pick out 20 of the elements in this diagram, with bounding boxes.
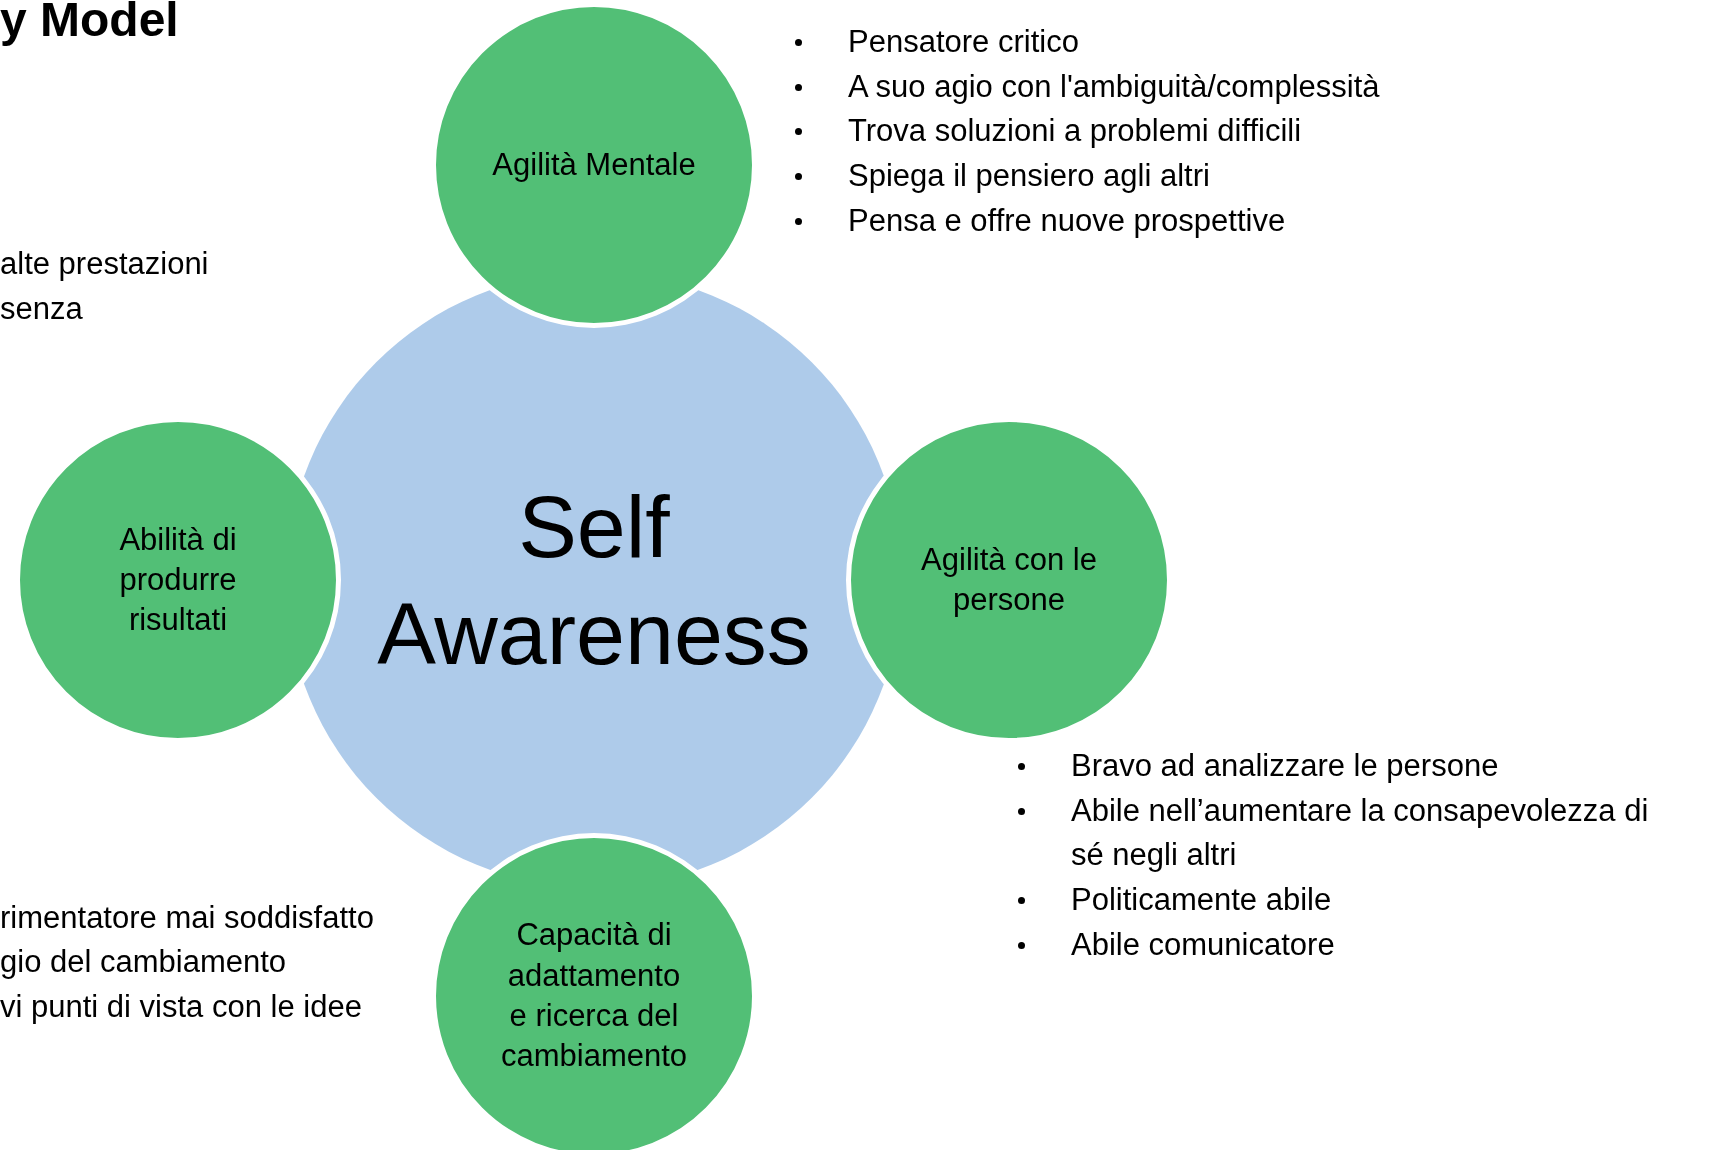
bullet-text: Abile comunicatore bbox=[1071, 926, 1335, 962]
text-fragment: vi punti di vista con le idee bbox=[0, 991, 362, 1022]
circle-label: Self Awareness bbox=[376, 475, 812, 685]
bullet-text: Abile nell’aumentare la consapevolezza di sé negli altri bbox=[1071, 792, 1649, 873]
bullet-text: Trova soluzioni a problemi difficili bbox=[848, 113, 1302, 149]
text-fragment: gio del cambiamento bbox=[0, 946, 287, 977]
text-fragment: senza bbox=[0, 293, 83, 324]
circle-label: Capacità di adattamento e ricerca del cambiamento bbox=[499, 916, 689, 1076]
bullet-text: Politicamente abile bbox=[1071, 882, 1332, 918]
bullet-text: A suo agio con l'ambiguità/complessità bbox=[848, 68, 1380, 104]
title: y Model bbox=[0, 0, 179, 44]
bullet-text: Spiega il pensiero agli altri bbox=[848, 158, 1210, 194]
circle-label: Abilità di produrre risultati bbox=[118, 520, 238, 640]
circle-label: Agilità Mentale bbox=[492, 145, 696, 184]
bullet-text: Pensa e offre nuove prospettive bbox=[848, 202, 1286, 238]
bullet-text: Pensatore critico bbox=[848, 24, 1079, 59]
text-fragment: rimentatore mai soddisfatto bbox=[0, 902, 374, 933]
bullet-text: Bravo ad analizzare le persone bbox=[1071, 748, 1499, 783]
text-fragment: alte prestazioni bbox=[0, 248, 209, 279]
circle-label: Agilità con le persone bbox=[920, 540, 1098, 619]
